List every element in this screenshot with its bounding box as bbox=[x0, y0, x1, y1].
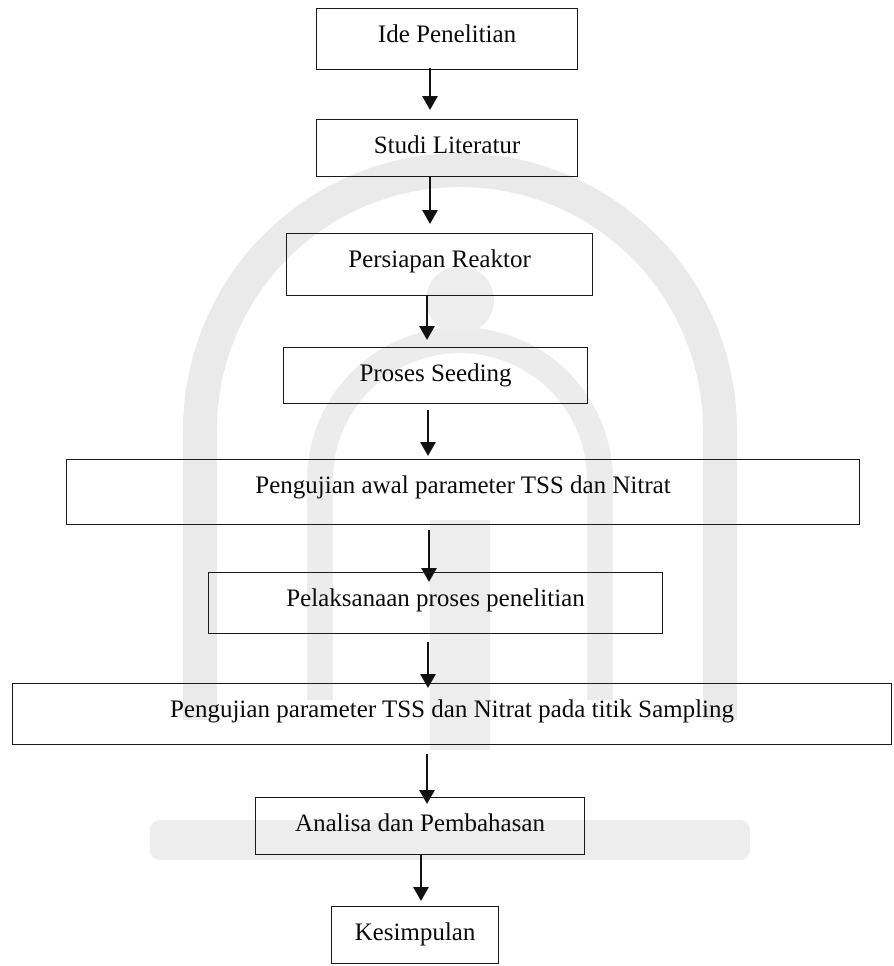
step-label: Persiapan Reaktor bbox=[348, 246, 531, 273]
flow-arrow bbox=[421, 68, 439, 110]
step-label: Pengujian awal parameter TSS dan Nitrat bbox=[255, 472, 671, 499]
flow-arrow bbox=[421, 176, 439, 224]
step-box-pelaksanaan-proses: Pelaksanaan proses penelitian bbox=[208, 572, 663, 634]
step-label: Ide Penelitian bbox=[377, 21, 517, 48]
flow-arrow bbox=[420, 530, 438, 582]
step-box-ide-penelitian: Ide Penelitian bbox=[316, 8, 578, 70]
step-box-analisa-pembahasan: Analisa dan Pembahasan bbox=[255, 797, 585, 855]
step-box-proses-seeding: Proses Seeding bbox=[283, 347, 588, 404]
flow-arrow bbox=[419, 410, 437, 456]
step-box-persiapan-reaktor: Persiapan Reaktor bbox=[286, 233, 593, 296]
flow-arrow bbox=[418, 295, 436, 340]
step-box-pengujian-awal: Pengujian awal parameter TSS dan Nitrat bbox=[66, 459, 860, 525]
step-box-studi-literatur: Studi Literatur bbox=[316, 119, 578, 177]
step-label: Pelaksanaan proses penelitian bbox=[286, 585, 585, 612]
step-label: Studi Literatur bbox=[373, 132, 521, 159]
step-label: Pengujian parameter TSS dan Nitrat pada … bbox=[169, 696, 734, 723]
step-label: Kesimpulan bbox=[354, 919, 476, 946]
step-label: Analisa dan Pembahasan bbox=[295, 810, 545, 837]
flow-arrow bbox=[419, 642, 437, 688]
flow-arrow bbox=[412, 855, 430, 901]
step-label: Proses Seeding bbox=[359, 360, 512, 387]
step-box-pengujian-sampling: Pengujian parameter TSS dan Nitrat pada … bbox=[12, 683, 892, 745]
step-box-kesimpulan: Kesimpulan bbox=[331, 906, 499, 964]
